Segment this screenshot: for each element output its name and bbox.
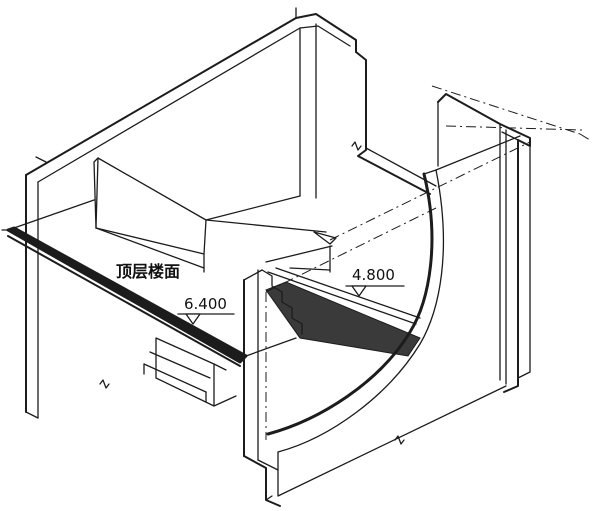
floor-name-label: 顶层楼面 [116,262,180,281]
inner-guard-wall [93,157,337,273]
elevation-landing-label: 4.800 [352,266,395,284]
reference-lines [265,85,591,440]
curved-wall [266,135,521,497]
left-wall [25,7,357,419]
back-wall [299,23,437,199]
top-floor-slab [1,199,297,367]
right-pier [437,93,531,393]
stair-flight [261,245,421,357]
elevation-top-label: 6.400 [184,295,227,313]
elevation-top-annotation: 6.400 [177,295,235,325]
break-marks [99,141,405,445]
elevation-landing-annotation: 4.800 [345,266,405,297]
lower-steps [143,337,237,407]
floor-name-annotation: 顶层楼面 [116,262,180,281]
front-column [243,269,281,507]
